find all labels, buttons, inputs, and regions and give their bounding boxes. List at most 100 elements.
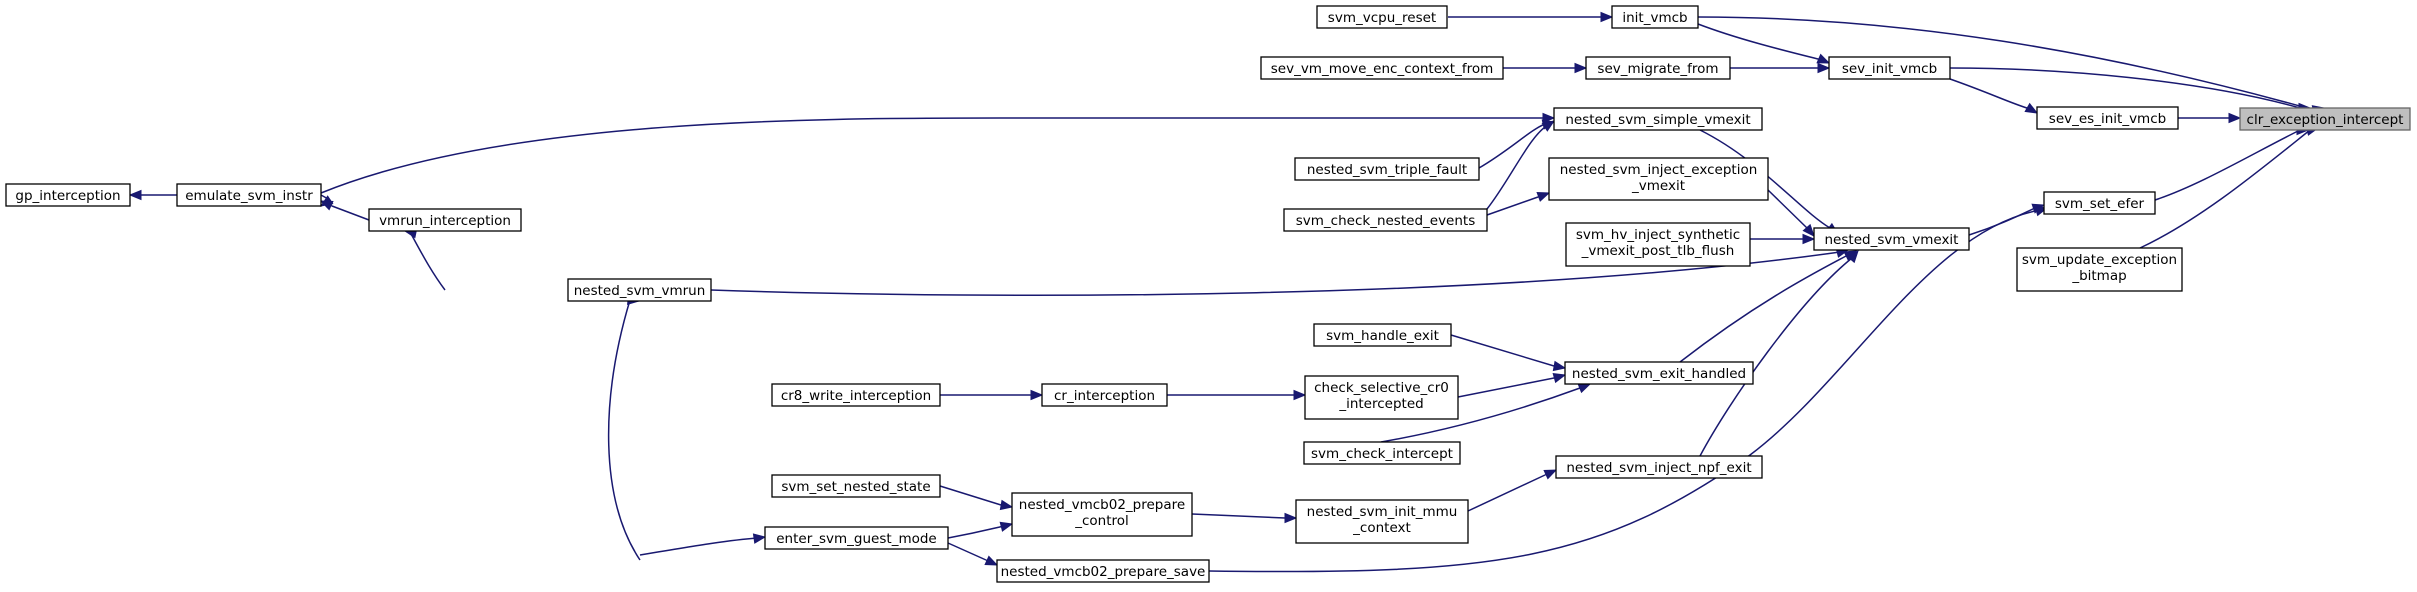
arrowhead (1541, 120, 1556, 132)
node-label: nested_svm_simple_vmexit (1565, 112, 1750, 128)
node-box (1611, 5, 1699, 29)
node-box (1585, 56, 1731, 80)
node-svm-check-intercept[interactable]: svm_check_intercept (1303, 441, 1461, 465)
node-nested-svm-inject-npf-exit[interactable]: nested_svm_inject_npf_exit (1555, 455, 1763, 479)
node-nested-vmcb02-prepare-control[interactable]: nested_vmcb02_prepare_control (1011, 492, 1193, 537)
node-check-selective-cr0[interactable]: check_selective_cr0_intercepted (1304, 375, 1459, 420)
node-nested-svm-init-mmu-context[interactable]: nested_svm_init_mmu_context (1295, 499, 1469, 544)
node-vmrun-interception[interactable]: vmrun_interception (368, 208, 522, 232)
call-edge (1478, 123, 1546, 169)
call-edge (1679, 254, 1849, 363)
node-sev-es-init-vmcb[interactable]: sev_es_init_vmcb (2036, 106, 2179, 130)
node-label: sev_init_vmcb (1842, 61, 1937, 77)
node-label: cr_interception (1054, 388, 1155, 404)
node-svm-update-exception-bitmap[interactable]: svm_update_exception_bitmap (2016, 247, 2183, 292)
node-svm-check-nested-events[interactable]: svm_check_nested_events (1283, 208, 1488, 232)
node-gp-interception[interactable]: gp_interception (5, 183, 131, 207)
call-edge (1767, 189, 1808, 229)
node-svm-handle-exit[interactable]: svm_handle_exit (1313, 323, 1452, 347)
node-box (1553, 107, 1763, 131)
node-label: nested_vmcb02_prepare_save (1001, 564, 1206, 580)
node-box (1260, 56, 1504, 80)
node-box (567, 278, 712, 302)
node-box (771, 383, 941, 407)
node-cr8-write-interception[interactable]: cr8_write_interception (771, 383, 941, 407)
node-label: gp_interception (15, 188, 120, 204)
node-label: nested_svm_vmexit (1825, 232, 1959, 248)
call-edge (1467, 474, 1546, 512)
node-label: nested_svm_inject_npf_exit (1566, 460, 1751, 476)
node-box (1316, 5, 1448, 29)
node-label: nested_svm_exit_handled (1572, 366, 1746, 382)
arrowhead (1552, 360, 1567, 372)
call-graph-nodes: clr_exception_intercept init_vmcb svm_vcpu… (5, 5, 2411, 583)
arrowhead (128, 189, 142, 201)
arrowhead (1574, 62, 1588, 74)
arrowhead (999, 499, 1014, 511)
node-label: _vmexit_post_tlb_flush (1581, 243, 1735, 259)
call-edge (639, 537, 759, 556)
call-edges (128, 11, 2326, 573)
node-init-vmcb[interactable]: init_vmcb (1611, 5, 1699, 29)
arrowhead (1816, 53, 1831, 64)
arrowhead (1543, 469, 1558, 480)
call-edge (2139, 129, 2311, 249)
node-cr-interception[interactable]: cr_interception (1041, 383, 1168, 407)
arrowhead (1802, 233, 1816, 245)
node-svm-set-nested-state[interactable]: svm_set_nested_state (771, 474, 941, 498)
node-label: _intercepted (1338, 396, 1423, 412)
node-sev-migrate-from[interactable]: sev_migrate_from (1585, 56, 1731, 80)
node-label: emulate_svm_instr (185, 188, 313, 204)
node-emulate-svm-instr[interactable]: emulate_svm_instr (176, 183, 322, 207)
node-box (996, 559, 1210, 583)
arrowhead (1600, 11, 1614, 23)
node-box (1548, 157, 1769, 201)
node-svm-vcpu-reset[interactable]: svm_vcpu_reset (1316, 5, 1448, 29)
node-nested-svm-vmexit[interactable]: nested_svm_vmexit (1813, 227, 1970, 251)
node-box (771, 474, 941, 498)
call-edge (1699, 129, 1831, 229)
node-nested-svm-triple-fault[interactable]: nested_svm_triple_fault (1294, 157, 1480, 181)
node-box (1303, 441, 1461, 465)
call-edge (1486, 124, 1549, 210)
arrowhead (1536, 192, 1551, 202)
node-box (1011, 492, 1193, 537)
node-nested-svm-exit-handled[interactable]: nested_svm_exit_handled (1564, 361, 1754, 385)
arrowhead (752, 533, 767, 544)
node-box (1283, 208, 1488, 232)
node-label: sev_vm_move_enc_context_from (1271, 61, 1494, 77)
call-edge (2154, 129, 2301, 201)
node-box (2016, 247, 2183, 292)
node-sev-init-vmcb[interactable]: sev_init_vmcb (1828, 56, 1951, 80)
node-label: svm_vcpu_reset (1328, 10, 1436, 26)
arrowhead (1293, 389, 1307, 401)
arrowhead (1284, 512, 1298, 524)
node-label: sev_es_init_vmcb (2049, 111, 2166, 127)
node-label: sev_migrate_from (1597, 61, 1718, 77)
node-label: nested_svm_inject_exception (1560, 162, 1758, 178)
arrowhead (1846, 249, 1859, 264)
node-svm-set-efer[interactable]: svm_set_efer (2043, 191, 2156, 215)
node-clr[interactable]: clr_exception_intercept (2239, 107, 2411, 131)
node-label: _vmexit (1631, 178, 1685, 194)
node-label: vmrun_interception (379, 213, 511, 229)
node-box (1555, 455, 1763, 479)
node-svm-hv-inject[interactable]: svm_hv_inject_synthetic_vmexit_post_tlb_… (1565, 222, 1751, 267)
node-sev-vm-move[interactable]: sev_vm_move_enc_context_from (1260, 56, 1504, 80)
node-box (1565, 222, 1751, 267)
call-edge (939, 485, 1002, 506)
node-label: nested_svm_init_mmu (1307, 504, 1458, 520)
node-nested-vmcb02-prepare-save[interactable]: nested_vmcb02_prepare_save (996, 559, 1210, 583)
node-nested-svm-simple-vmexit[interactable]: nested_svm_simple_vmexit (1553, 107, 1763, 131)
call-edge (1949, 67, 2301, 109)
node-box (1041, 383, 1168, 407)
node-label: nested_svm_triple_fault (1307, 162, 1467, 178)
node-enter-svm-guest-mode[interactable]: enter_svm_guest_mode (764, 526, 949, 550)
node-label: _context (1352, 520, 1411, 536)
node-nested-svm-vmrun[interactable]: nested_svm_vmrun (567, 278, 712, 302)
node-nested-svm-inject-exception-vmexit[interactable]: nested_svm_inject_exception_vmexit (1548, 157, 1769, 201)
node-box (1564, 361, 1754, 385)
arrowhead (1552, 372, 1567, 384)
node-label: enter_svm_guest_mode (776, 531, 936, 547)
